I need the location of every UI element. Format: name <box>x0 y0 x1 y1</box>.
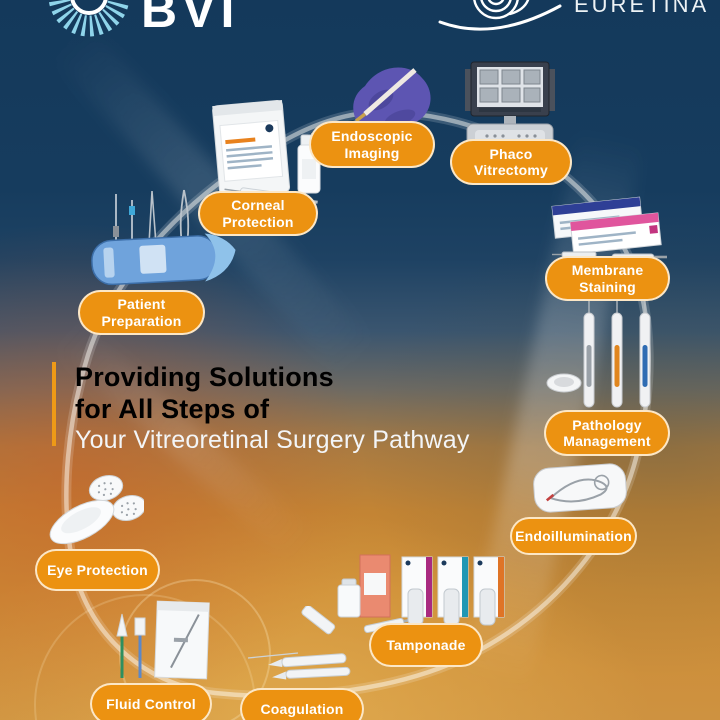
station-pill-phaco-vitrectomy: Phaco Vitrectomy <box>450 139 572 185</box>
pathology-management-products-icon <box>546 287 651 408</box>
corneal-protection-products-icon <box>212 99 321 205</box>
coagulation-products-icon <box>247 606 351 680</box>
bvi-logo-text: BVI <box>141 0 240 38</box>
station-pill-patient-preparation: Patient Preparation <box>78 290 205 335</box>
headline-accent-bar <box>52 362 56 446</box>
headline-line3: Your Vitreoretinal Surgery Pathway <box>75 426 470 454</box>
station-pill-endoillumination: Endoillumination <box>510 517 637 555</box>
station-pill-endoscopic-imaging: Endoscopic Imaging <box>309 121 435 168</box>
euretina-logo-text: EURETINA <box>574 0 710 17</box>
station-pill-membrane-staining: Membrane Staining <box>545 256 670 301</box>
patient-preparation-products-icon <box>91 189 236 286</box>
station-pill-eye-protection: Eye Protection <box>35 549 160 591</box>
headline-line2: for All Steps of <box>75 394 270 424</box>
station-pill-fluid-control: Fluid Control <box>90 683 212 720</box>
station-pill-pathology-management: Pathology Management <box>544 410 670 456</box>
station-pill-tamponade: Tamponade <box>369 623 483 667</box>
bvi-logo-icon <box>48 0 130 37</box>
headline-line1: Providing Solutions <box>75 362 334 392</box>
station-pill-corneal-protection: Corneal Protection <box>198 191 318 236</box>
membrane-staining-products-icon <box>551 196 667 261</box>
eye-protection-products-icon <box>49 474 144 545</box>
fluid-control-products-icon <box>116 600 210 680</box>
endoillumination-products-icon <box>533 463 627 513</box>
station-pill-coagulation: Coagulation <box>240 688 364 720</box>
euretina-logo-icon <box>438 0 562 31</box>
